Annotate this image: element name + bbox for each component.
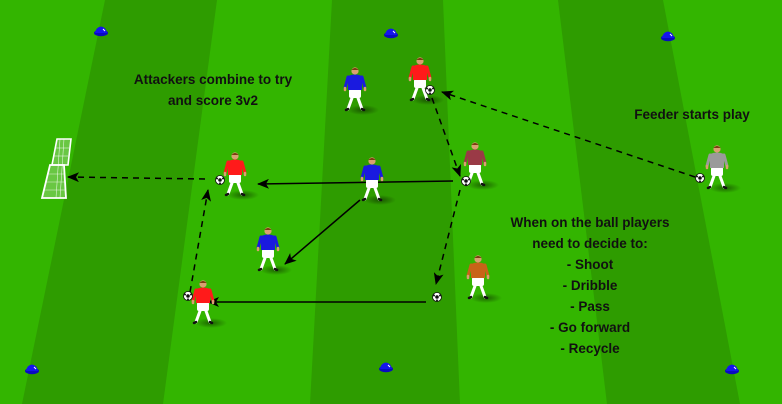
player-defender-bottom	[256, 227, 292, 275]
player-defender-middle	[360, 157, 396, 205]
player-neutral-orange	[466, 255, 502, 303]
ball-icon	[461, 176, 471, 186]
pass-arrow	[257, 178, 454, 189]
option-go-forward: - Go forward	[549, 320, 631, 335]
player-attacker-bottom	[191, 280, 227, 328]
dashed-run-arrow	[441, 90, 696, 178]
ball-icon	[183, 291, 193, 301]
ball-icon	[695, 173, 705, 183]
option-pass: - Pass	[570, 299, 610, 314]
pass-arrow	[284, 199, 361, 265]
dashed-shot-arrow	[67, 172, 206, 183]
player-feeder	[705, 145, 741, 193]
dashed-run-arrow	[433, 189, 461, 285]
attackers-note: Attackers combine to try and score 3v2	[133, 72, 293, 108]
decision-note: When on the ball players need to decide …	[490, 212, 690, 359]
player-defender-top	[343, 67, 379, 115]
option-shoot: - Shoot	[566, 257, 614, 272]
movement-arrows	[67, 90, 696, 307]
option-dribble: - Dribble	[562, 278, 618, 293]
ball-icon	[432, 292, 442, 302]
player-neutral-maroon	[463, 142, 499, 190]
feeder-note: Feeder starts play	[634, 107, 750, 122]
ball-icon	[425, 85, 435, 95]
goal-icon	[40, 138, 72, 199]
players	[191, 57, 741, 328]
option-recycle: - Recycle	[560, 341, 620, 356]
player-attacker-left	[223, 152, 259, 200]
dashed-run-arrow	[431, 97, 461, 177]
player-attacker-top	[408, 57, 444, 105]
ball-icon	[215, 175, 225, 185]
